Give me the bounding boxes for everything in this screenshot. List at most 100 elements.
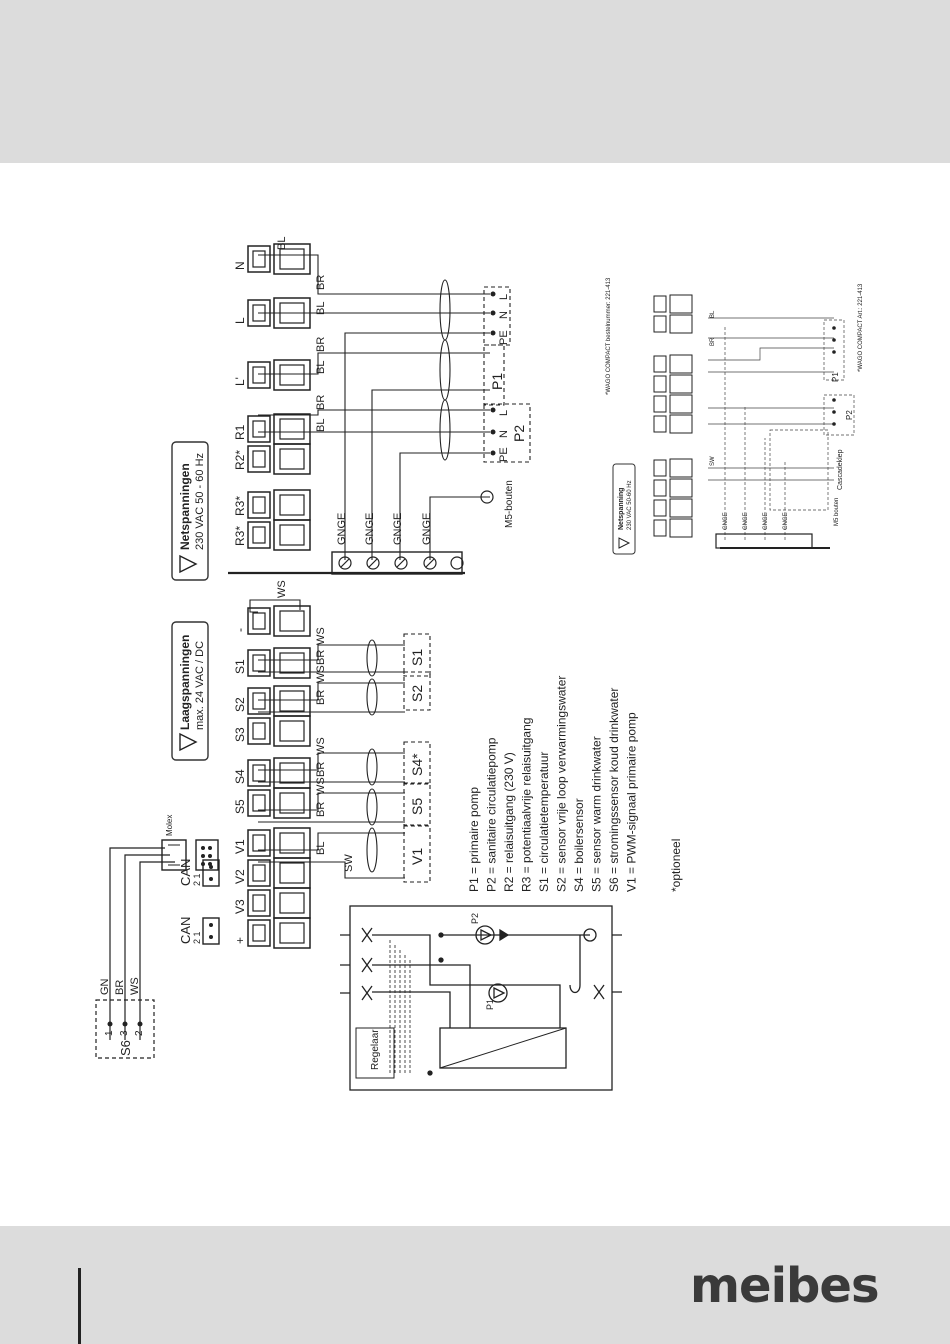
m5-label: M5-bouten	[504, 480, 515, 528]
terminal-label: R3*	[233, 526, 247, 546]
legend-item: R3 = potentiaalvrije relaisuitgang	[520, 718, 534, 892]
terminal-5: S4	[233, 757, 311, 789]
cascade-wire-gnge-1: GNGE	[723, 512, 729, 530]
terminal-label: S5	[233, 799, 247, 814]
wire-label-gnge-3: GNGE	[392, 513, 404, 545]
wire-label-bl-l: BL	[315, 302, 327, 315]
device-labels: S1 S2 S4* S5 V1 P1 P2	[409, 373, 527, 865]
terminal-2: V2	[233, 857, 311, 889]
device-s4: S4*	[409, 753, 425, 776]
legend-item: S1 = circulatietemperatuur	[537, 752, 551, 892]
legend-item: V1 = PWM-signaal primaire pomp	[625, 712, 639, 892]
pump-p2-label: P2	[470, 913, 480, 924]
hydraulic-schematic: Regelaar P1 P2	[340, 905, 622, 1091]
footer-rule	[78, 1268, 81, 1344]
terminal-16: N	[233, 243, 311, 275]
cascade-terminal	[653, 294, 693, 314]
ground-terminals	[338, 490, 494, 570]
wire-label-ws-s4: WS	[315, 737, 327, 755]
terminal-label: -	[233, 628, 247, 632]
cascade-label-p2: P2	[845, 410, 854, 420]
s6-wire-ws: WS	[129, 977, 141, 995]
pin-l-p2: L	[498, 410, 510, 416]
cascade-mains-sub: 230 VAC 50-60 Hz	[627, 480, 633, 530]
wire-label-br-s2: BR	[315, 690, 327, 705]
can-label-1: CAN	[178, 917, 193, 944]
terminal-9: -	[233, 605, 311, 637]
plug-pin-dots	[490, 291, 496, 456]
cascade-wire-gnge-3: GNGE	[763, 512, 769, 530]
cascade-terminal	[653, 354, 693, 374]
wire-label-ws-minus: WS	[276, 580, 288, 598]
pin-pe-p1: PE	[498, 330, 510, 345]
terminal-0: +	[233, 917, 311, 949]
wire-label-ws-s5: WS	[315, 777, 327, 795]
cascade-wire-bl: BL	[710, 310, 716, 318]
terminal-label: R1	[233, 424, 247, 440]
legend-item: S2 = sensor vrije loop verwarmingswater	[555, 676, 569, 892]
plug-boxes	[483, 286, 531, 463]
mains-voltage-sub: 230 VAC 50 - 60 Hz	[194, 453, 206, 550]
cascade-label-p1: P1	[831, 372, 840, 382]
device-s1: S1	[409, 649, 425, 666]
cascade-terminal	[653, 374, 693, 394]
device-s2: S2	[409, 685, 425, 702]
device-p1: P1	[489, 373, 505, 390]
s6-wire-gn: GN	[99, 978, 111, 995]
wire-label-ws-s2: WS	[315, 665, 327, 683]
cascade-wago-1: *WAGO COMPACT bestelnummer: 221-413	[606, 277, 612, 395]
pin-pe-p2: PE	[498, 447, 510, 462]
cascade-valve-label: Cascadeklep	[837, 449, 844, 490]
cascade-terminal	[653, 458, 693, 478]
cascade-wire-gnge-2: GNGE	[743, 512, 749, 530]
legend-item: S4 = boilersensor	[572, 798, 586, 892]
legend-item: R2 = relaisuitgang (230 V)	[502, 752, 516, 892]
wire-label-gnge-4: GNGE	[421, 513, 433, 545]
wire-label-gnge-1: GNGE	[336, 513, 348, 545]
cascade-terminal	[653, 314, 693, 334]
wire-label-br-lp: BR	[315, 337, 327, 352]
wire-label-bl-lp: BL	[315, 361, 327, 374]
low-voltage-sub: max. 24 VAC / DC	[194, 641, 206, 730]
device-v1: V1	[409, 848, 425, 865]
terminal-label: R2*	[233, 450, 247, 470]
terminal-label: V2	[233, 869, 247, 884]
can-pins-2: 2 1	[192, 873, 202, 886]
terminal-11: R3*	[233, 489, 311, 521]
terminal-1: V3	[233, 887, 311, 919]
terminal-7: S2	[233, 685, 311, 717]
cascade-wire-br: BR	[710, 337, 716, 346]
s6-sensor: 1 3 2 S6 GN BR WS	[95, 977, 155, 1059]
terminal-label: V3	[233, 899, 247, 914]
header-band	[0, 0, 950, 163]
low-voltage-title: Laagspanningen	[178, 635, 192, 730]
controller-label: Regelaar	[370, 1029, 381, 1070]
mains-voltage-title: Netspanningen	[178, 463, 192, 550]
wire-label-br-s4: BR	[315, 762, 327, 777]
wire-label-bl-v1: BL	[315, 842, 327, 855]
molex-label: Molex	[165, 815, 174, 836]
terminal-label: S2	[233, 697, 247, 712]
terminal-3: V1	[233, 827, 311, 859]
can-label-2: CAN	[178, 859, 193, 886]
pump-p1-label: P1	[485, 999, 495, 1010]
terminal-label: S4	[233, 769, 247, 784]
terminal-10: R3*	[233, 519, 311, 551]
can-pins-1: 2 1	[192, 931, 202, 944]
device-p2: P2	[511, 425, 527, 442]
mains-wiring	[228, 254, 490, 575]
terminal-4: S5	[233, 787, 311, 819]
low-voltage-warning: Laagspanningen max. 24 VAC / DC	[171, 621, 209, 761]
s6-pin-2: 2	[134, 1030, 145, 1036]
terminal-label: S3	[233, 727, 247, 742]
cascade-diagram: Netspanning 230 VAC 50-60 Hz *WAGO COMPA…	[606, 277, 864, 555]
legend-item: P1 = primaire pomp	[467, 787, 481, 892]
cascade-m5-label: M5 bouten	[834, 498, 840, 526]
pin-l-p1: L	[498, 294, 510, 300]
cascade-terminal	[653, 414, 693, 434]
wire-label-ws-s1: WS	[315, 627, 327, 645]
terminal-label: L	[233, 317, 247, 324]
cascade-wago-2: *WAGO COMPACT Art.: 221-413	[858, 283, 864, 372]
